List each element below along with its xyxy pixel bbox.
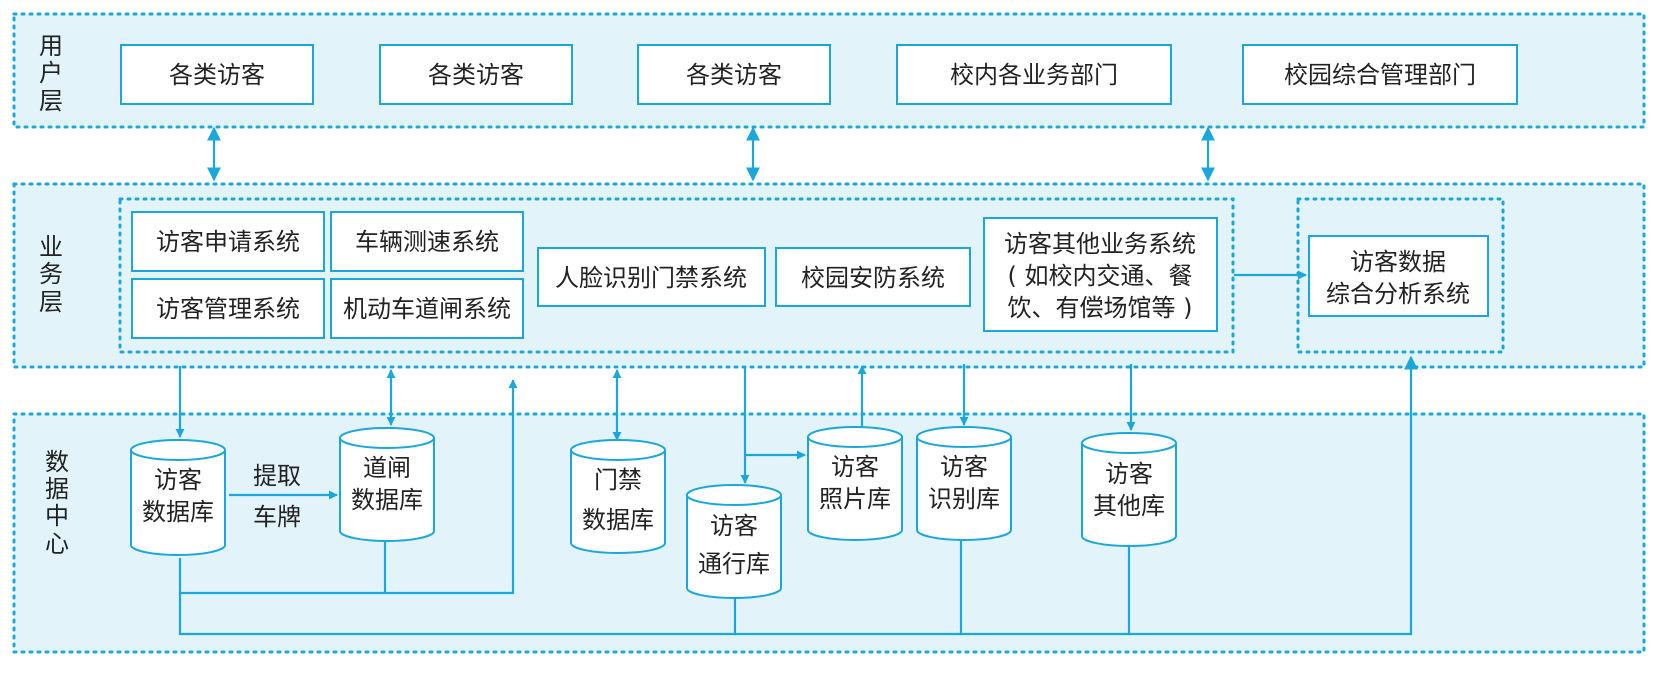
visitor-manage-system-label: 访客管理系统	[156, 295, 300, 323]
visitor-manage-system: 访客管理系统	[131, 278, 325, 339]
user-box-departments: 校内各业务部门	[896, 44, 1172, 105]
photo-database-line-1: 访客	[831, 453, 879, 481]
business-layer-char-1: 业	[39, 233, 63, 261]
data-analysis-system-line-2: 综合分析系统	[1326, 280, 1470, 308]
data-layer-char-3: 中	[45, 502, 69, 530]
user-box-departments-label: 校内各业务部门	[950, 61, 1118, 89]
business-systems-group	[118, 197, 1235, 354]
gate-database: 道闸 数据库	[339, 427, 435, 542]
user-box-visitors-3: 各类访客	[637, 44, 831, 105]
user-box-visitors-2: 各类访客	[379, 44, 573, 105]
user-box-visitors-1-label: 各类访客	[169, 61, 265, 89]
recognition-database-line-2: 识别库	[928, 485, 1000, 513]
photo-database: 访客 照片库	[807, 426, 903, 541]
pass-database-line-2: 通行库	[698, 550, 770, 578]
user-layer-char-3: 层	[39, 87, 63, 115]
photo-database-line-2: 照片库	[819, 485, 891, 513]
user-box-management-label: 校园综合管理部门	[1284, 61, 1476, 89]
vehicle-speed-system-label: 车辆测速系统	[355, 228, 499, 256]
business-layer-label: 业 务 层	[39, 233, 63, 316]
business-layer-char-3: 层	[39, 288, 63, 316]
user-box-visitors-1: 各类访客	[120, 44, 314, 105]
user-box-visitors-2-label: 各类访客	[428, 61, 524, 89]
other-business-system-line-2: ( 如校内交通、餐	[1008, 262, 1193, 290]
recognition-database: 访客 识别库	[916, 426, 1012, 541]
recognition-database-line-1: 访客	[940, 453, 988, 481]
campus-security-system-label: 校园安防系统	[801, 264, 945, 292]
visitor-apply-system-label: 访客申请系统	[156, 228, 300, 256]
data-layer-char-1: 数	[45, 448, 69, 476]
face-access-system-label: 人脸识别门禁系统	[555, 264, 747, 292]
user-layer-char-1: 用	[39, 32, 63, 60]
other-database: 访客 其他库	[1081, 432, 1177, 547]
other-business-system-line-3: 饮、有偿场馆等 )	[1008, 294, 1193, 322]
user-box-visitors-3-label: 各类访客	[686, 61, 782, 89]
user-layer-char-2: 户	[39, 59, 63, 87]
pass-database-line-1: 访客	[710, 512, 758, 540]
data-analysis-system: 访客数据 综合分析系统	[1308, 235, 1489, 317]
access-database-line-1: 门禁	[594, 466, 642, 494]
user-layer-label: 用 户 层	[39, 32, 63, 115]
extract-label-line-1: 提取	[253, 462, 301, 490]
access-database-line-2: 数据库	[582, 506, 654, 534]
data-analysis-system-line-1: 访客数据	[1350, 248, 1446, 276]
connectors	[175, 126, 1418, 636]
vehicle-speed-system: 车辆测速系统	[330, 211, 524, 272]
data-layer-label: 数 据 中 心	[45, 448, 69, 558]
user-box-management: 校园综合管理部门	[1242, 44, 1518, 105]
visitor-database: 访客 数据库	[130, 439, 226, 556]
face-access-system: 人脸识别门禁系统	[537, 247, 766, 307]
bottom-bus-to-analysis	[178, 355, 1418, 636]
other-business-system-line-1: 访客其他业务系统	[1004, 230, 1196, 258]
pass-database: 访客 通行库	[686, 484, 782, 599]
campus-security-system: 校园安防系统	[775, 247, 971, 307]
business-layer-char-2: 务	[39, 260, 63, 288]
extract-label-line-2: 车牌	[253, 503, 301, 531]
visitor-database-line-1: 访客	[154, 466, 202, 494]
other-database-line-1: 访客	[1105, 460, 1153, 488]
visitor-apply-system: 访客申请系统	[131, 211, 325, 272]
other-business-system: 访客其他业务系统 ( 如校内交通、餐 饮、有偿场馆等 )	[983, 217, 1218, 332]
visitor-database-line-2: 数据库	[142, 498, 214, 526]
vehicle-gate-system: 机动车道闸系统	[330, 278, 524, 339]
gate-database-line-2: 数据库	[351, 486, 423, 514]
data-layer-char-4: 心	[45, 530, 69, 558]
access-database: 门禁 数据库	[570, 439, 666, 554]
vehicle-gate-system-label: 机动车道闸系统	[343, 295, 511, 323]
other-database-line-2: 其他库	[1093, 492, 1165, 520]
data-layer-char-2: 据	[45, 475, 69, 503]
gate-database-line-1: 道闸	[363, 454, 411, 482]
